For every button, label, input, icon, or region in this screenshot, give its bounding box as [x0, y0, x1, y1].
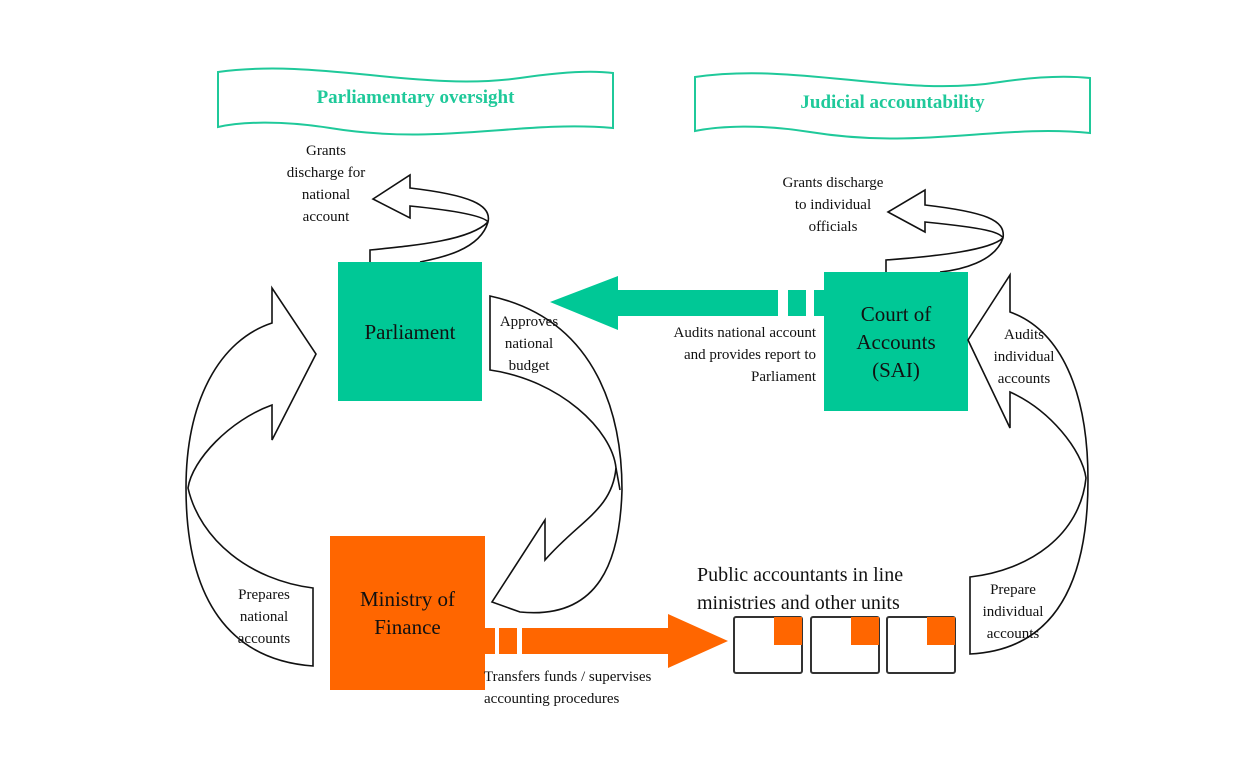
approves-budget-arrow	[489, 295, 623, 614]
court-of-accounts-box	[824, 272, 968, 411]
court-of-accounts-label: Court of Accounts (SAI)	[856, 301, 936, 382]
approves-budget-label: Approves national budget	[499, 314, 559, 374]
public-accountants-label: Public accountants in line ministries an…	[697, 564, 904, 614]
grants-discharge-national-arrow	[369, 173, 490, 263]
transfers-funds-label: Transfers funds / supervises accounting …	[484, 669, 652, 707]
unit-box-3	[886, 616, 956, 674]
banner-judicial-accountability	[694, 72, 1091, 140]
banner-title-judicial-accountability: Judicial accountability	[800, 92, 985, 113]
grants-discharge-individual-label: Grants discharge to individual officials	[782, 175, 884, 235]
unit-box-2	[810, 616, 880, 674]
transfers-funds-arrow	[485, 614, 728, 668]
audits-individual-label: Audits individual accounts	[993, 327, 1055, 387]
ministry-of-finance-label: Ministry of Finance	[359, 587, 456, 639]
audits-national-label: Audits national account and provides rep…	[673, 325, 816, 385]
prepares-national-label: Prepares national accounts	[237, 587, 291, 647]
parliament-label: Parliament	[364, 319, 456, 344]
parliament-box	[338, 262, 482, 401]
ministry-of-finance-box	[330, 536, 485, 690]
grants-discharge-individual-arrow	[885, 188, 1005, 273]
audits-national-arrow	[550, 276, 826, 330]
unit-box-1	[733, 616, 803, 674]
banner-title-parliamentary-oversight: Parliamentary oversight	[316, 87, 515, 108]
grants-discharge-national-label: Grants discharge for national account	[286, 143, 366, 225]
prepares-national-accounts-arrow	[185, 285, 317, 667]
individual-accounts-arrow	[967, 272, 1089, 655]
banner-parliamentary-oversight	[217, 67, 614, 136]
prepare-individual-label: Prepare individual accounts	[982, 582, 1044, 642]
